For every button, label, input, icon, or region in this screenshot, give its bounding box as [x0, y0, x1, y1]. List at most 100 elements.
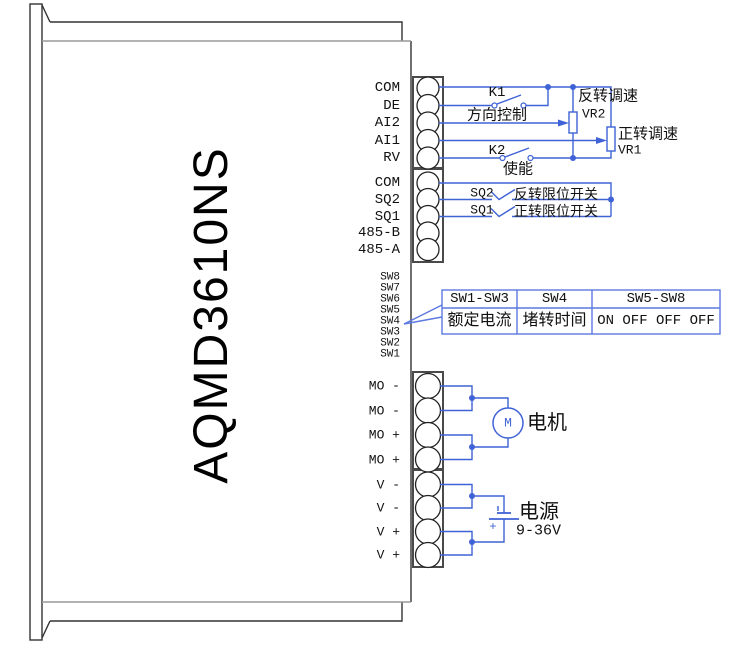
- terminal-screws: [414, 76, 442, 569]
- terminal-label-com1: COM: [374, 80, 400, 96]
- dip-table-header-1: SW1-SW3: [450, 291, 509, 307]
- junction-dot: [570, 155, 576, 161]
- motor-circle: [492, 407, 524, 439]
- terminal-mo-minus-1: [414, 372, 442, 400]
- dip-label-sw6: SW6: [380, 293, 400, 306]
- dip-label-sw4: SW4: [380, 315, 400, 328]
- switch-sq1-blade: [490, 205, 516, 218]
- wire-rv-right: [533, 151, 612, 159]
- device-outline: [29, 3, 412, 641]
- dip-leader-line: [403, 304, 443, 325]
- sq2-desc-label: 反转限位开关: [514, 186, 598, 202]
- switch-k1-blade: [496, 94, 522, 105]
- k1-desc-label: 方向控制: [466, 106, 528, 124]
- terminal-label-de: DE: [383, 97, 400, 114]
- junction-dot: [469, 444, 475, 450]
- terminal-label-485b: 485-B: [357, 225, 400, 241]
- junction-dot: [469, 493, 475, 499]
- resistor-vr2: [568, 111, 578, 134]
- switch-k2-blade: [504, 147, 530, 158]
- k1-contact: [491, 102, 498, 109]
- terminal-label-mo-plus-1: MO +: [368, 427, 400, 443]
- top-bevel: [41, 4, 51, 23]
- terminal-label-v-plus-1: V +: [376, 524, 400, 539]
- k2-contact: [527, 154, 534, 162]
- vr1-label: VR1: [618, 142, 642, 158]
- junction-dot: [570, 84, 576, 90]
- terminal-label-mo-plus-2: MO +: [368, 452, 400, 467]
- resistor-vr1: [606, 126, 616, 152]
- terminal-v-plus-1: [414, 518, 442, 545]
- junction-dots: [469, 84, 614, 545]
- junction-dot: [469, 539, 475, 545]
- terminal-v-plus-2: [414, 541, 442, 569]
- sq1-label: SQ1: [470, 202, 494, 218]
- dip-table-border: [441, 289, 721, 335]
- wire-v-plus-2: [440, 542, 473, 556]
- terminal-v-minus-1: [414, 471, 442, 498]
- switch-sq2-blade: [490, 188, 516, 201]
- wire-mo-plus-2: [440, 447, 473, 461]
- dip-table-value-1: 额定电流: [447, 312, 512, 329]
- power-label: 电源: [519, 501, 559, 523]
- wire-de-right: [526, 87, 549, 107]
- dip-table-header-3: SW5-SW8: [626, 291, 686, 307]
- vr2-desc-label: 反转调速: [578, 87, 639, 105]
- terminal-label-485a: 485-A: [357, 241, 400, 258]
- dip-table-value-2: 堵转时间: [522, 312, 587, 329]
- junction-dot: [469, 395, 475, 401]
- terminal-label-v-minus-2: V -: [376, 500, 400, 516]
- potentiometers: [568, 111, 616, 152]
- sq1-desc-label: 正转限位开关: [514, 203, 598, 219]
- bottom-flange: [50, 602, 403, 622]
- terminal-label-ai2: AI2: [374, 115, 400, 131]
- dip-leader-line: [403, 316, 443, 325]
- power-range-label: 9-36V: [516, 522, 562, 540]
- terminal-label-sq1: SQ1: [374, 208, 400, 225]
- bottom-bevel: [41, 620, 51, 639]
- terminal-label-ai1: AI1: [374, 132, 400, 149]
- terminal-label-v-minus-1: V -: [376, 477, 400, 492]
- wire-com1-rail: [439, 86, 612, 127]
- dip-label-sw1: SW1: [380, 348, 400, 361]
- terminal-v-minus-2: [414, 494, 442, 522]
- k2-desc-label: 使能: [502, 160, 534, 178]
- heatsink-bar: [29, 3, 43, 641]
- vr2-wiper-arrow: [558, 119, 569, 127]
- dip-label-sw8: SW8: [380, 271, 400, 284]
- terminal-mo-plus-2: [414, 446, 442, 473]
- wire-mo-minus-2: [440, 398, 473, 412]
- vr2-label: VR2: [582, 106, 606, 122]
- junction-dot: [545, 84, 551, 90]
- dip-label-sw5: SW5: [380, 304, 400, 317]
- terminal-label-sq2: SQ2: [374, 191, 400, 208]
- vr1-wiper-arrow: [596, 137, 607, 144]
- terminal-485a: [416, 237, 440, 262]
- terminal-label-rv: RV: [383, 150, 400, 166]
- k2-contact: [499, 154, 506, 162]
- terminal-rv: [416, 146, 440, 170]
- vr1-desc-label: 正转调速: [618, 125, 679, 143]
- dip-label-sw3: SW3: [380, 326, 400, 339]
- wires: [439, 86, 612, 556]
- device-model: AQMD3610NS: [185, 146, 238, 484]
- dip-table-value-3: ON OFF OFF OFF: [597, 313, 715, 329]
- dip-table-header-2: SW4: [541, 291, 568, 307]
- terminal-label-com2: COM: [374, 175, 400, 191]
- terminal-label-mo-minus-2: MO -: [368, 403, 400, 418]
- k1-label: K1: [488, 85, 506, 101]
- motor-symbol: M: [504, 415, 512, 431]
- motor-label: 电机: [527, 412, 567, 434]
- terminal-mo-minus-2: [414, 397, 442, 424]
- terminal-mo-plus-1: [414, 421, 442, 449]
- k2-label: K2: [488, 143, 506, 159]
- wiper-arrows: [558, 119, 607, 144]
- wire-com2-rail: [439, 182, 612, 217]
- dip-table-grid: [403, 289, 721, 335]
- dip-label-sw2: SW2: [380, 337, 400, 350]
- top-flange: [50, 21, 403, 41]
- terminal-label-v-plus-2: V +: [376, 547, 400, 563]
- dip-label-sw7: SW7: [380, 282, 400, 295]
